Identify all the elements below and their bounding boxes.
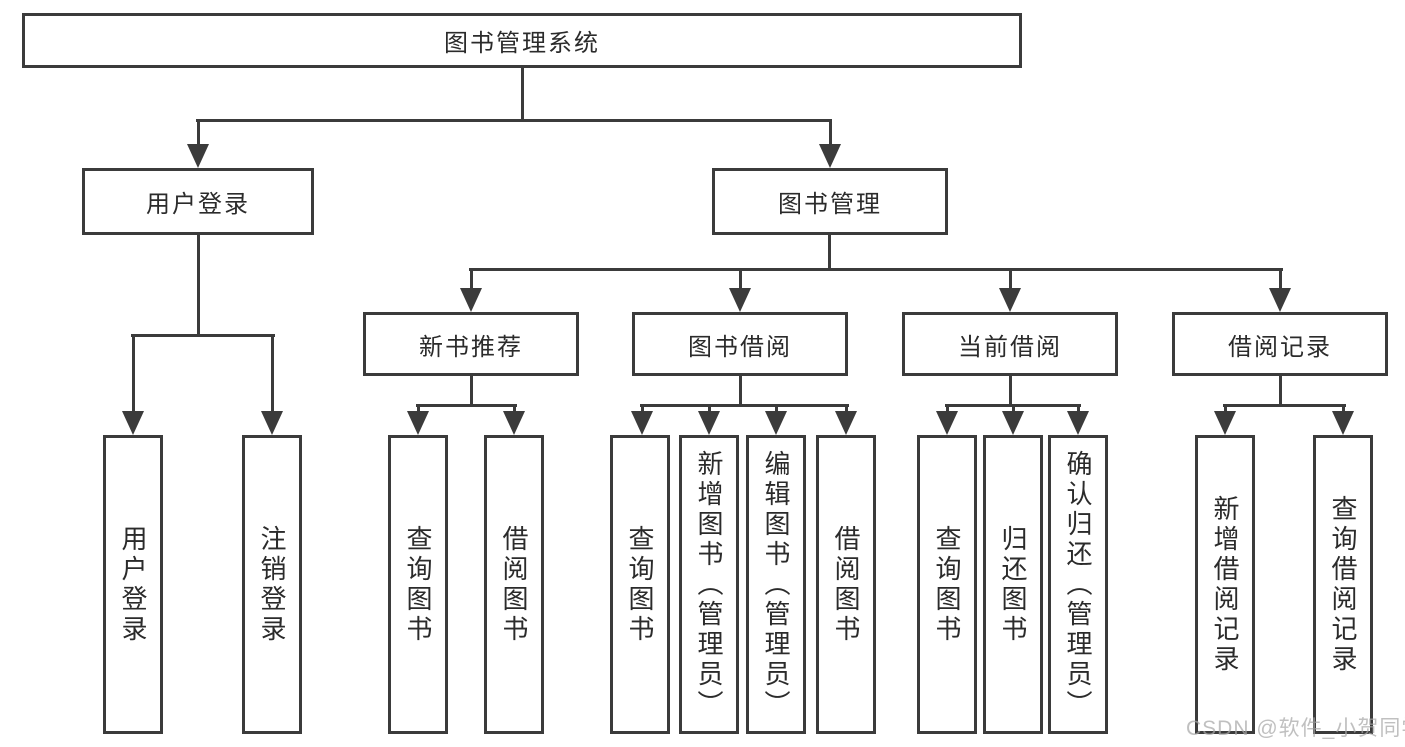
arrow-down-icon bbox=[765, 411, 787, 435]
connector-line bbox=[946, 405, 949, 413]
arrow-down-icon bbox=[999, 288, 1021, 312]
leaf-borrow-books: 借阅图书 bbox=[816, 435, 876, 734]
connector-line bbox=[1279, 269, 1282, 290]
connector-line bbox=[845, 405, 848, 413]
leaf-user-login: 用户登录 bbox=[103, 435, 163, 734]
node-current-borrow: 当前借阅 bbox=[902, 312, 1118, 376]
arrow-down-icon bbox=[1002, 411, 1024, 435]
arrow-down-icon bbox=[407, 411, 429, 435]
arrow-down-icon bbox=[122, 411, 144, 435]
connector-line bbox=[132, 335, 135, 413]
connector-line bbox=[470, 269, 473, 290]
connector-line bbox=[775, 405, 778, 413]
node-borrow-records: 借阅记录 bbox=[1172, 312, 1388, 376]
arrow-down-icon bbox=[1067, 411, 1089, 435]
connector-line bbox=[828, 235, 831, 271]
node-user-login-branch: 用户登录 bbox=[82, 168, 314, 235]
leaf-return-books: 归还图书 bbox=[983, 435, 1043, 734]
arrow-down-icon bbox=[936, 411, 958, 435]
arrow-down-icon bbox=[460, 288, 482, 312]
leaf-confirm-return-admin: 确认归还（管理员） bbox=[1048, 435, 1108, 734]
node-library-system: 图书管理系统 bbox=[22, 13, 1022, 68]
arrow-down-icon bbox=[187, 144, 209, 168]
csdn-watermark: CSDN @软件_小贺同学 bbox=[1186, 717, 1405, 740]
arrow-down-icon bbox=[819, 144, 841, 168]
arrow-down-icon bbox=[1269, 288, 1291, 312]
node-book-borrow: 图书借阅 bbox=[632, 312, 848, 376]
arrow-down-icon bbox=[631, 411, 653, 435]
leaf-query-books-current: 查询图书 bbox=[917, 435, 977, 734]
node-book-management: 图书管理 bbox=[712, 168, 948, 235]
leaf-query-borrow-record: 查询借阅记录 bbox=[1313, 435, 1373, 734]
arrow-down-icon bbox=[1214, 411, 1236, 435]
arrow-down-icon bbox=[1332, 411, 1354, 435]
leaf-add-borrow-record: 新增借阅记录 bbox=[1195, 435, 1255, 734]
connector-line bbox=[521, 68, 524, 122]
connector-line bbox=[131, 334, 275, 337]
leaf-query-books-borrow: 查询图书 bbox=[610, 435, 670, 734]
connector-line bbox=[196, 119, 832, 122]
leaf-query-books-recommend: 查询图书 bbox=[388, 435, 448, 734]
connector-line bbox=[197, 235, 200, 337]
connector-line bbox=[470, 376, 473, 407]
connector-line bbox=[469, 268, 1283, 271]
connector-line bbox=[1279, 376, 1282, 407]
connector-line bbox=[417, 405, 420, 413]
connector-line bbox=[739, 376, 742, 407]
connector-line bbox=[829, 120, 832, 146]
leaf-edit-books-admin: 编辑图书（管理员） bbox=[746, 435, 806, 734]
node-new-book-recommend: 新书推荐 bbox=[363, 312, 579, 376]
connector-line bbox=[1342, 405, 1345, 413]
leaf-logout: 注销登录 bbox=[242, 435, 302, 734]
arrow-down-icon bbox=[503, 411, 525, 435]
arrow-down-icon bbox=[261, 411, 283, 435]
connector-line bbox=[197, 120, 200, 146]
connector-line bbox=[640, 404, 849, 407]
connector-line bbox=[1077, 405, 1080, 413]
arrow-down-icon bbox=[729, 288, 751, 312]
arrow-down-icon bbox=[698, 411, 720, 435]
connector-line bbox=[513, 405, 516, 413]
connector-line bbox=[416, 404, 517, 407]
connector-line bbox=[1009, 269, 1012, 290]
connector-line bbox=[1224, 405, 1227, 413]
leaf-borrow-books-recommend: 借阅图书 bbox=[484, 435, 544, 734]
connector-line bbox=[271, 335, 274, 413]
connector-line bbox=[641, 405, 644, 413]
connector-line bbox=[1009, 376, 1012, 407]
leaf-add-books-admin: 新增图书（管理员） bbox=[679, 435, 739, 734]
connector-line bbox=[1012, 405, 1015, 413]
connector-line bbox=[1223, 404, 1346, 407]
arrow-down-icon bbox=[835, 411, 857, 435]
connector-line bbox=[708, 405, 711, 413]
connector-line bbox=[739, 269, 742, 290]
